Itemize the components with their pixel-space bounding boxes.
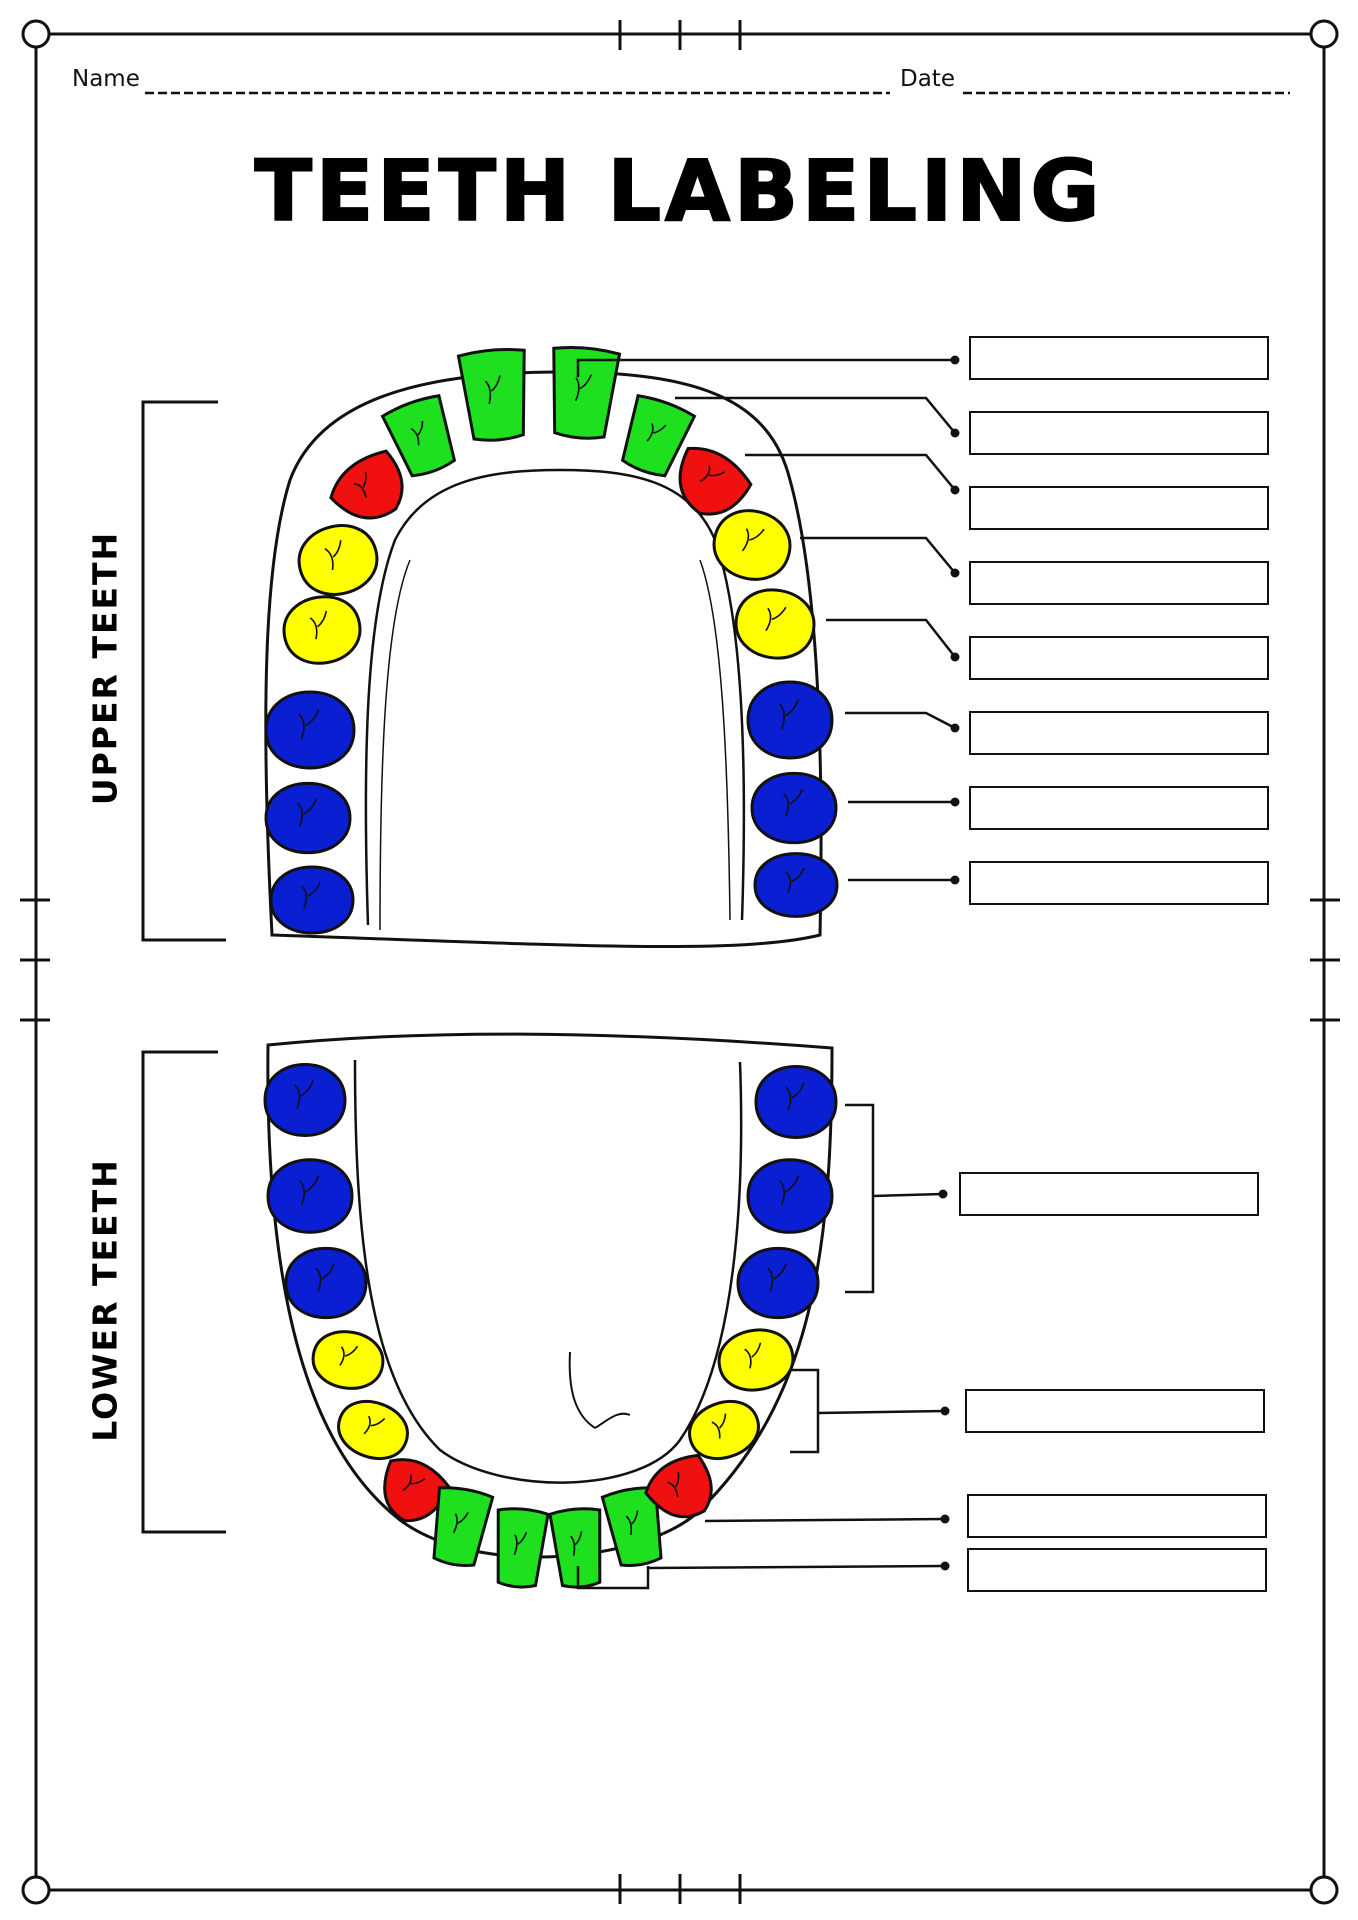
molar-tooth <box>746 680 834 760</box>
upper-answer-box-7[interactable] <box>969 786 1269 830</box>
incisor-tooth <box>552 345 622 440</box>
leader-dot <box>950 568 960 578</box>
upper-answer-box-4[interactable] <box>969 561 1269 605</box>
leader-line <box>790 1368 946 1454</box>
premolar-tooth <box>712 509 792 581</box>
molar-tooth <box>753 852 839 918</box>
leader-lines <box>576 355 960 1590</box>
premolar-tooth <box>282 595 362 665</box>
leader-dot <box>950 485 960 495</box>
premolar-tooth <box>734 588 816 660</box>
upper-answer-box-3[interactable] <box>969 486 1269 530</box>
molar-tooth <box>750 771 838 845</box>
leader-dot <box>950 652 960 662</box>
molar-tooth <box>269 865 355 935</box>
leader-dot <box>950 723 960 733</box>
upper-answer-box-1[interactable] <box>969 336 1269 380</box>
leader-line <box>826 618 956 658</box>
lower-teeth-label: LOWER TEETH <box>85 1158 125 1442</box>
canine-tooth <box>644 1453 713 1519</box>
upper-answer-box-5[interactable] <box>969 636 1269 680</box>
molar-tooth <box>746 1158 834 1234</box>
premolar-tooth <box>688 1400 760 1460</box>
canine-tooth <box>383 1458 452 1523</box>
upper-teeth-label: UPPER TEETH <box>85 530 125 806</box>
molar-tooth <box>266 1158 354 1234</box>
molar-tooth <box>754 1065 838 1139</box>
leader-line <box>675 396 956 434</box>
leader-dot <box>940 1406 950 1416</box>
incisor-tooth <box>548 1507 602 1589</box>
teeth-layer <box>263 345 839 1589</box>
incisor-tooth <box>600 1486 663 1567</box>
molar-tooth <box>264 690 356 770</box>
leader-dot <box>940 1514 950 1524</box>
molar-tooth <box>264 781 352 855</box>
upper-teeth-bracket <box>141 400 226 942</box>
canine-tooth <box>329 449 404 520</box>
incisor-tooth <box>432 1486 495 1567</box>
lower-teeth-bracket <box>141 1050 226 1534</box>
page-border <box>20 19 1340 1905</box>
molar-tooth <box>284 1246 368 1320</box>
molar-tooth <box>736 1246 820 1320</box>
leader-line <box>576 1564 946 1590</box>
leader-dot <box>950 797 960 807</box>
incisor-tooth <box>456 347 526 442</box>
upper-answer-box-2[interactable] <box>969 411 1269 455</box>
incisor-tooth <box>620 394 697 478</box>
lower-answer-box-premolars[interactable] <box>965 1389 1265 1433</box>
leader-line <box>845 711 956 730</box>
leader-dot <box>938 1189 948 1199</box>
incisor-tooth <box>496 1507 550 1589</box>
leader-dot <box>950 875 960 885</box>
leader-dot <box>950 355 960 365</box>
leader-line <box>800 536 956 574</box>
incisor-tooth <box>380 394 457 478</box>
canine-tooth <box>678 446 753 516</box>
date-label: Date <box>900 66 955 92</box>
leader-line <box>704 1517 946 1523</box>
molar-tooth <box>263 1063 347 1137</box>
leader-dot <box>940 1561 950 1571</box>
leader-dot <box>950 428 960 438</box>
premolar-tooth <box>297 524 379 596</box>
page-title: TEETH LABELING <box>254 141 1104 241</box>
leader-line <box>845 1103 944 1294</box>
lower-answer-box-incisors[interactable] <box>967 1548 1267 1592</box>
lower-answer-box-molars[interactable] <box>959 1172 1259 1216</box>
premolar-tooth <box>337 1400 409 1460</box>
upper-arch <box>264 370 823 949</box>
premolar-tooth <box>311 1330 385 1390</box>
lower-answer-box-canine[interactable] <box>967 1494 1267 1538</box>
leader-line <box>745 453 956 491</box>
name-label: Name <box>72 66 140 92</box>
upper-answer-box-6[interactable] <box>969 711 1269 755</box>
leader-line <box>576 358 955 377</box>
premolar-tooth <box>717 1328 795 1392</box>
upper-answer-box-8[interactable] <box>969 861 1269 905</box>
